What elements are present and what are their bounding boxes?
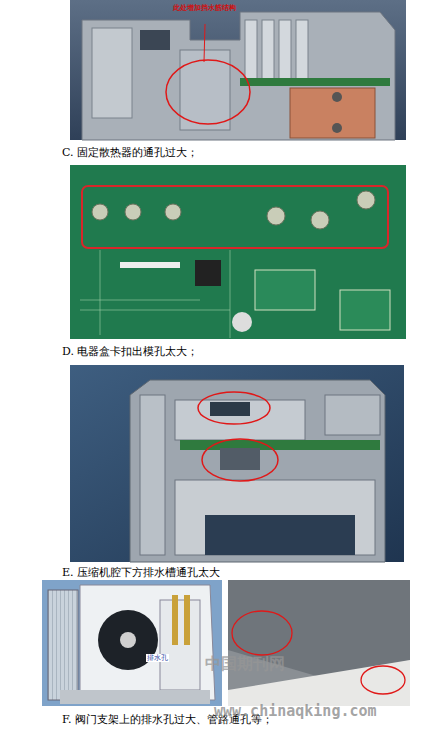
pcb-photo [70,165,406,339]
watermark: www.chinaqking.com [214,702,377,720]
housing-render-middle [70,365,404,562]
drain-hole-photo [228,580,410,706]
figure-caption: D. 电器盒卡扣出模孔太大； [62,345,198,358]
annotation-note: 此处增加挡水筋结构 [172,4,236,12]
valve-bracket-render [42,580,222,706]
figure-caption: C. 固定散热器的通孔过大； [62,146,198,159]
watermark: 中国期刊网 [205,654,285,673]
housing-render-top [70,0,406,140]
callout-label: 排水孔 [146,654,169,662]
figure-caption: E. 压缩机腔下方排水槽通孔太大 [62,566,220,579]
